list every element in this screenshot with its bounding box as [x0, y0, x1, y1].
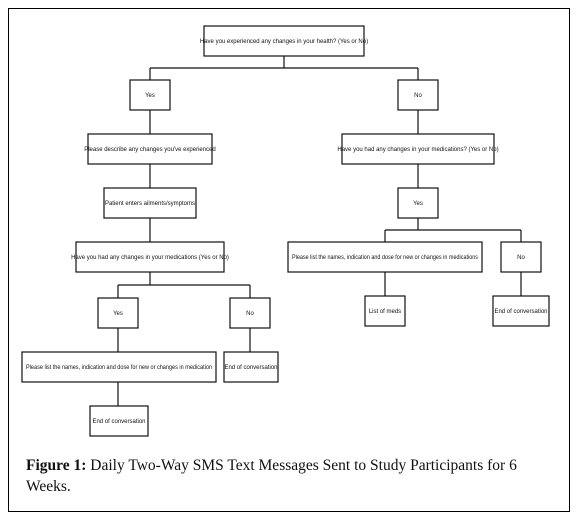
- node-yes-left: Yes: [97, 297, 139, 329]
- node-describe-label: Please describe any changes you've exper…: [84, 147, 216, 153]
- node-no-1: No: [397, 79, 439, 111]
- node-no-left-label: No: [246, 311, 254, 317]
- node-yes-left-label: Yes: [113, 311, 123, 317]
- node-list-left-label: Please list the names, indication and do…: [26, 365, 212, 371]
- figure-caption-label: Figure 1:: [26, 457, 87, 474]
- node-list-left: Please list the names, indication and do…: [21, 351, 217, 383]
- node-no-right-label: No: [517, 255, 525, 261]
- node-yes-right: Yes: [397, 187, 439, 219]
- node-list-of-meds-label: List of meds: [369, 309, 401, 315]
- node-patient-enters: Patient enters ailments/symptoms: [103, 187, 197, 219]
- node-end-left-yes-label: End of conversation: [92, 419, 145, 425]
- node-q-meds-right-label: Have you had any changes in your medicat…: [337, 147, 498, 153]
- figure-caption: Figure 1: Daily Two-Way SMS Text Message…: [26, 455, 556, 497]
- node-q-meds-left: Have you had any changes in your medicat…: [71, 241, 229, 273]
- node-list-of-meds: List of meds: [364, 295, 406, 327]
- node-q-health-label: Have you experienced any changes in your…: [200, 39, 368, 45]
- node-end-left-yes: End of conversation: [89, 405, 149, 437]
- figure-caption-text: Daily Two-Way SMS Text Messages Sent to …: [26, 457, 517, 495]
- node-no-right: No: [500, 241, 542, 273]
- node-list-right: Please list the names, indication and do…: [287, 241, 483, 273]
- node-yes-1: Yes: [129, 79, 171, 111]
- flowchart-edges: [117, 56, 522, 406]
- node-describe: Please describe any changes you've exper…: [84, 133, 216, 165]
- node-end-right: End of conversation: [492, 295, 550, 327]
- node-q-meds-left-label: Have you had any changes in your medicat…: [71, 255, 229, 261]
- node-yes-1-label: Yes: [145, 93, 155, 99]
- node-end-right-label: End of conversation: [494, 309, 547, 315]
- node-q-health: Have you experienced any changes in your…: [200, 25, 368, 57]
- node-list-right-label: Please list the names, indication and do…: [292, 255, 478, 261]
- node-q-meds-right: Have you had any changes in your medicat…: [337, 133, 499, 165]
- node-patient-enters-label: Patient enters ailments/symptoms: [105, 201, 195, 207]
- node-yes-right-label: Yes: [413, 201, 423, 207]
- flowchart: Have you experienced any changes in your…: [21, 25, 550, 437]
- node-no-1-label: No: [414, 93, 422, 99]
- node-no-left: No: [229, 297, 271, 329]
- node-end-left-no: End of conversation: [223, 351, 279, 383]
- node-end-left-no-label: End of conversation: [224, 365, 277, 371]
